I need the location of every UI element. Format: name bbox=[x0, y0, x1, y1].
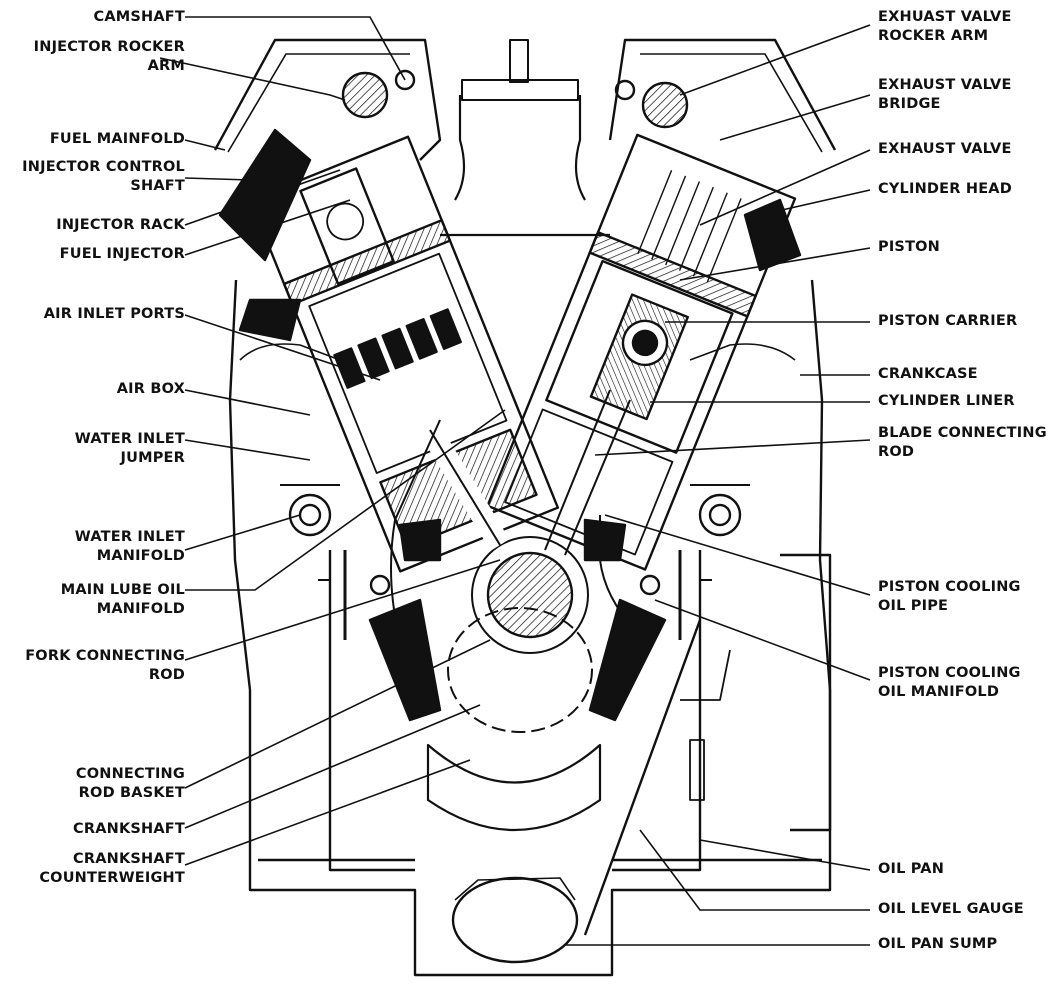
label-cylinder-head: CYLINDER HEAD bbox=[878, 181, 1012, 197]
label-cylinder-liner: CYLINDER LINER bbox=[878, 393, 1015, 409]
label-injector-rack: INJECTOR RACK bbox=[56, 217, 185, 233]
leader-lines-left bbox=[159, 16, 506, 866]
label-fuel-injector: FUEL INJECTOR bbox=[59, 246, 185, 262]
label-piston-carrier: PISTON CARRIER bbox=[878, 313, 1018, 329]
left-camshaft bbox=[341, 71, 389, 119]
oil-level-gauge-rod bbox=[583, 619, 702, 936]
crankshaft-counterweight-shape bbox=[426, 743, 602, 831]
label-oil-pan-sump: OIL PAN SUMP bbox=[878, 936, 998, 952]
right-head-cover bbox=[608, 38, 837, 151]
crankshaft-journal bbox=[486, 551, 574, 639]
right-camshaft bbox=[641, 81, 689, 129]
label-camshaft: CAMSHAFT bbox=[93, 9, 185, 25]
label-crankshaft: CRANKSHAFT bbox=[73, 821, 185, 837]
right-cylinder-bank bbox=[486, 133, 797, 571]
label-crankcase: CRANKCASE bbox=[878, 366, 978, 382]
label-oil-level-gauge: OIL LEVEL GAUGE bbox=[878, 901, 1024, 917]
label-oil-pan: OIL PAN bbox=[878, 861, 945, 877]
crankcase-outline bbox=[228, 279, 252, 691]
label-piston: PISTON bbox=[878, 239, 941, 255]
label-air-box: AIR BOX bbox=[116, 381, 185, 397]
leader-lines-right bbox=[565, 24, 871, 946]
oil-pan-outline bbox=[248, 690, 832, 977]
left-cylinder-bank bbox=[249, 135, 560, 573]
oil-pan-sump-shape bbox=[451, 876, 579, 964]
left-head-cover bbox=[213, 38, 442, 161]
label-fuel-mainfold: FUEL MAINFOLD bbox=[49, 131, 185, 147]
label-exhaust-valve: EXHAUST VALVE bbox=[878, 141, 1012, 157]
label-air-inlet-ports: AIR INLET PORTS bbox=[43, 306, 185, 322]
